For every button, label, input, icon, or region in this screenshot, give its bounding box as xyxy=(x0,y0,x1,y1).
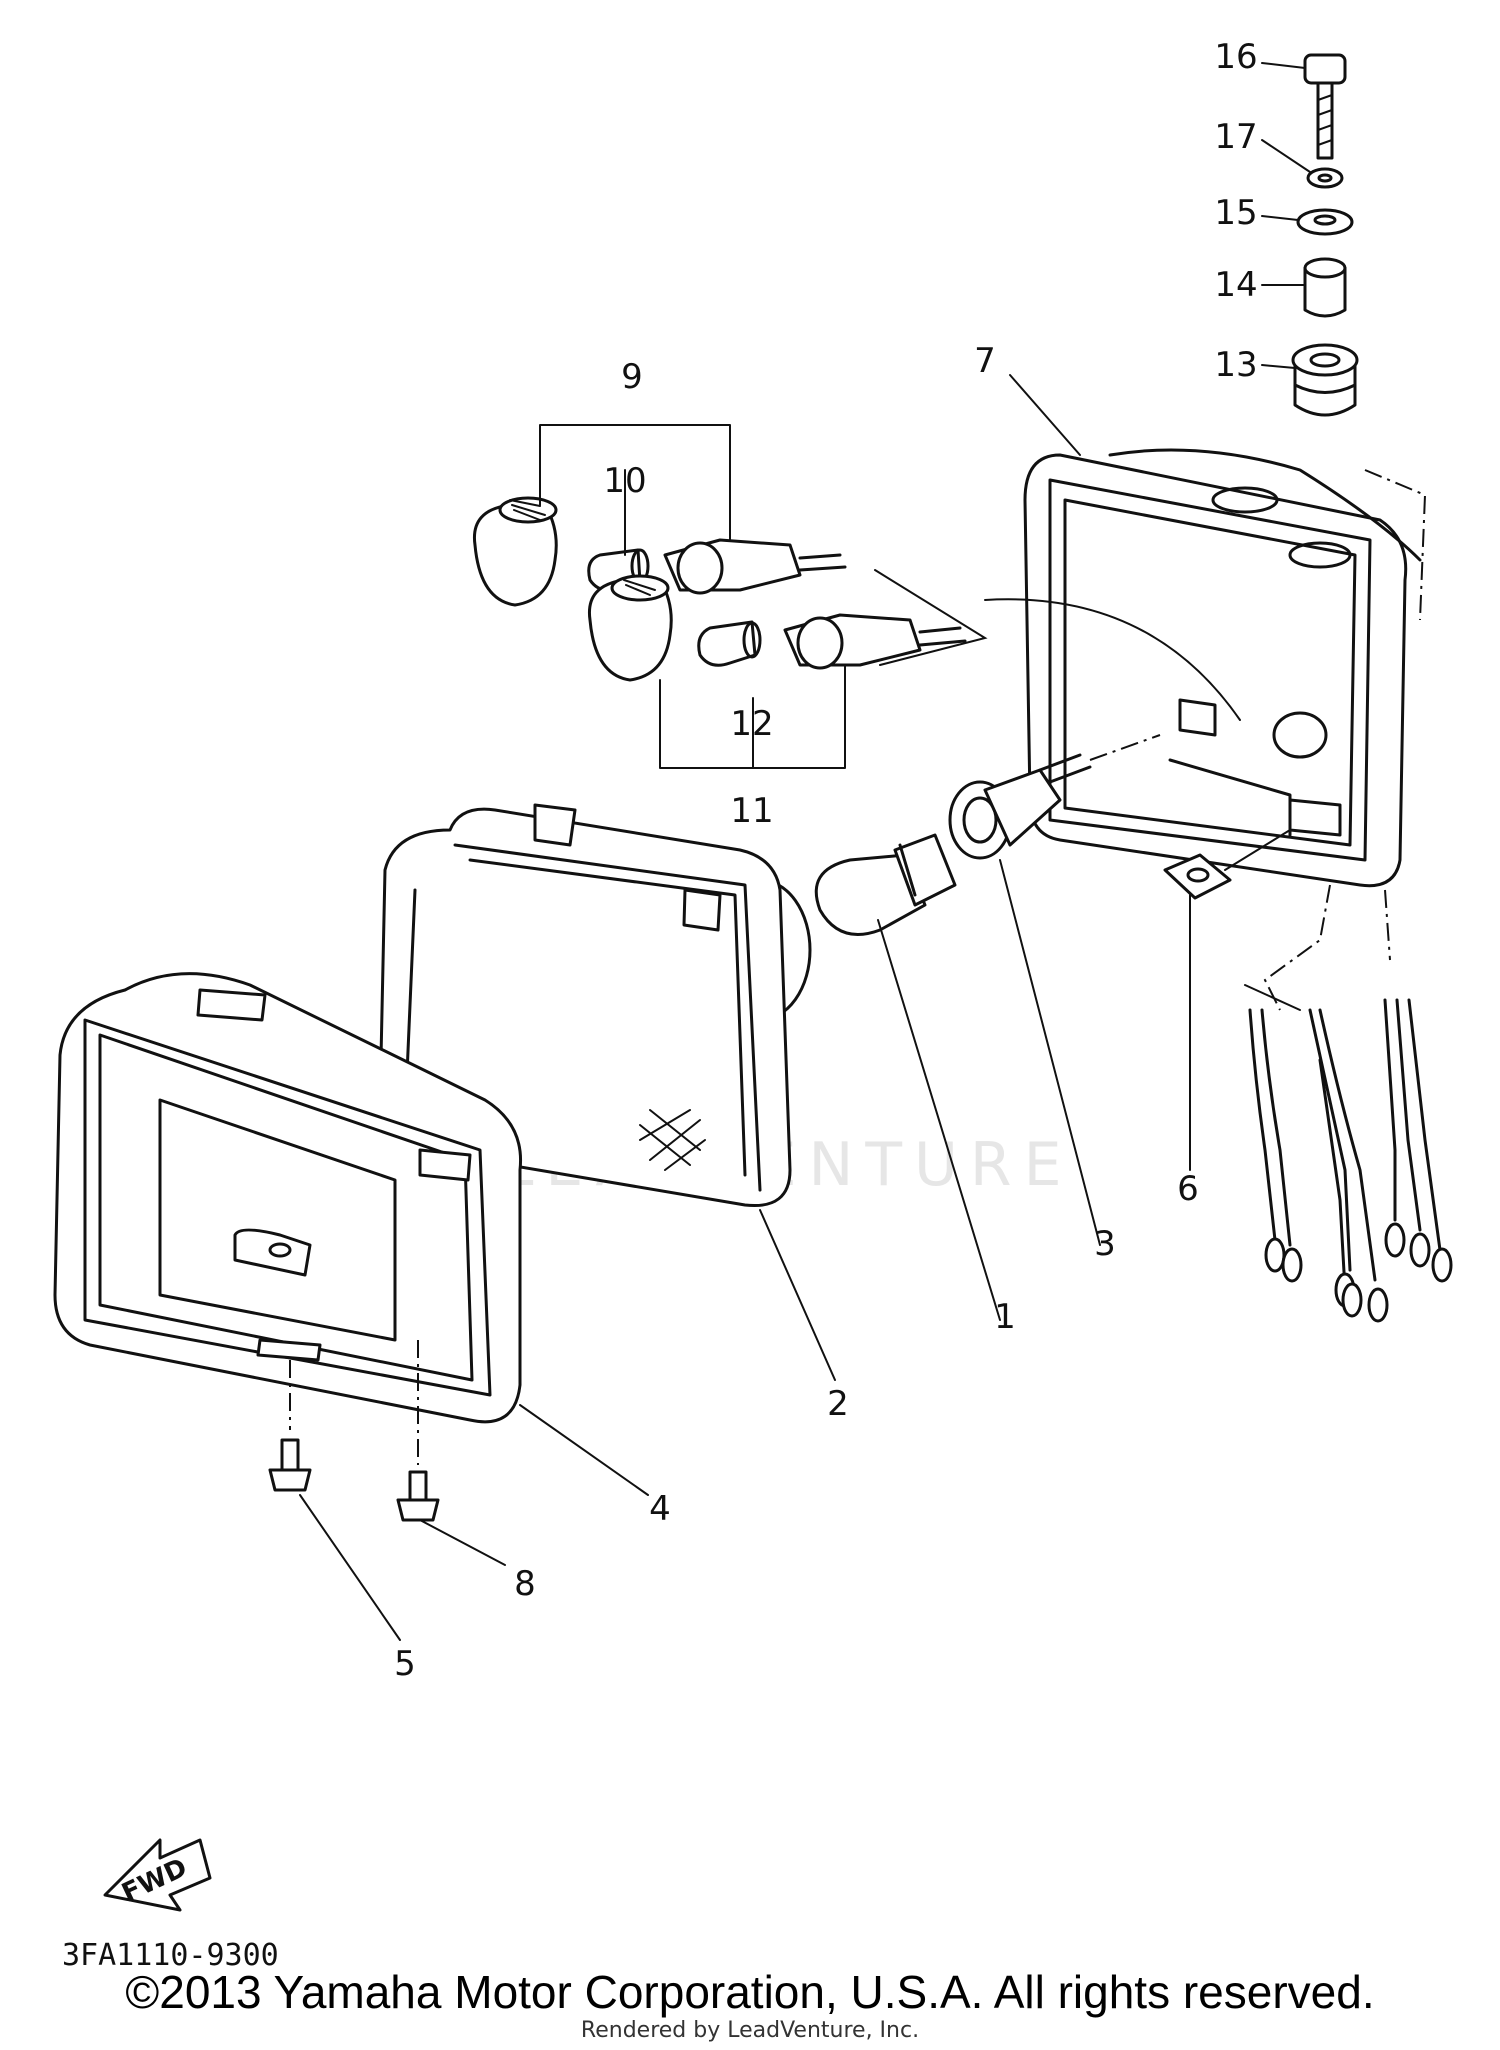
headlight-rim xyxy=(53,972,523,1424)
callout-2: 2 xyxy=(827,1384,849,1424)
bulb-socket xyxy=(948,734,1161,860)
callout-7: 7 xyxy=(974,341,996,381)
callout-8: 8 xyxy=(514,1564,536,1604)
grommet xyxy=(1291,343,1359,417)
callout-13: 13 xyxy=(1214,345,1257,385)
socket-bracket-lines xyxy=(539,424,1241,769)
position-lamp-socket-upper xyxy=(472,496,847,607)
fwd-arrow-icon: FWD xyxy=(103,1838,212,1912)
position-lamp-socket-lower xyxy=(587,574,967,682)
wire-harness xyxy=(1244,884,1453,1323)
diagram-code: 3FA1110-9300 xyxy=(62,1938,279,1973)
mount-bolt xyxy=(1303,53,1347,160)
callout-16: 16 xyxy=(1214,37,1257,77)
headlight-bulb xyxy=(814,833,957,936)
leader-lines xyxy=(299,62,1311,1641)
callout-15: 15 xyxy=(1214,193,1257,233)
part-callouts: 16 17 15 14 13 7 9 10 12 11 1 3 6 2 4 8 … xyxy=(394,37,1257,1684)
callout-14: 14 xyxy=(1214,265,1257,305)
clip-nut xyxy=(1163,829,1291,900)
position-lamp-bulb-lower xyxy=(697,620,762,667)
headlight-housing xyxy=(1023,448,1422,888)
mount-centerline xyxy=(1364,469,1427,621)
callout-6: 6 xyxy=(1177,1169,1199,1209)
rim-screw-left xyxy=(268,1360,312,1492)
callout-12: 12 xyxy=(730,704,773,744)
copyright-text: ©2013 Yamaha Motor Corporation, U.S.A. A… xyxy=(125,1966,1375,2018)
callout-1: 1 xyxy=(994,1297,1016,1337)
callout-4: 4 xyxy=(649,1489,671,1529)
callout-9: 9 xyxy=(621,357,643,397)
callout-3: 3 xyxy=(1094,1224,1116,1264)
rendered-by-text: Rendered by LeadVenture, Inc. xyxy=(580,2018,920,2043)
callout-11: 11 xyxy=(730,791,773,831)
spring-washer xyxy=(1306,167,1344,189)
rim-screw-right xyxy=(396,1340,440,1522)
callout-10: 10 xyxy=(603,461,646,501)
flat-washer xyxy=(1296,208,1354,236)
callout-5: 5 xyxy=(394,1644,416,1684)
collar xyxy=(1303,257,1347,318)
callout-17: 17 xyxy=(1214,117,1257,157)
